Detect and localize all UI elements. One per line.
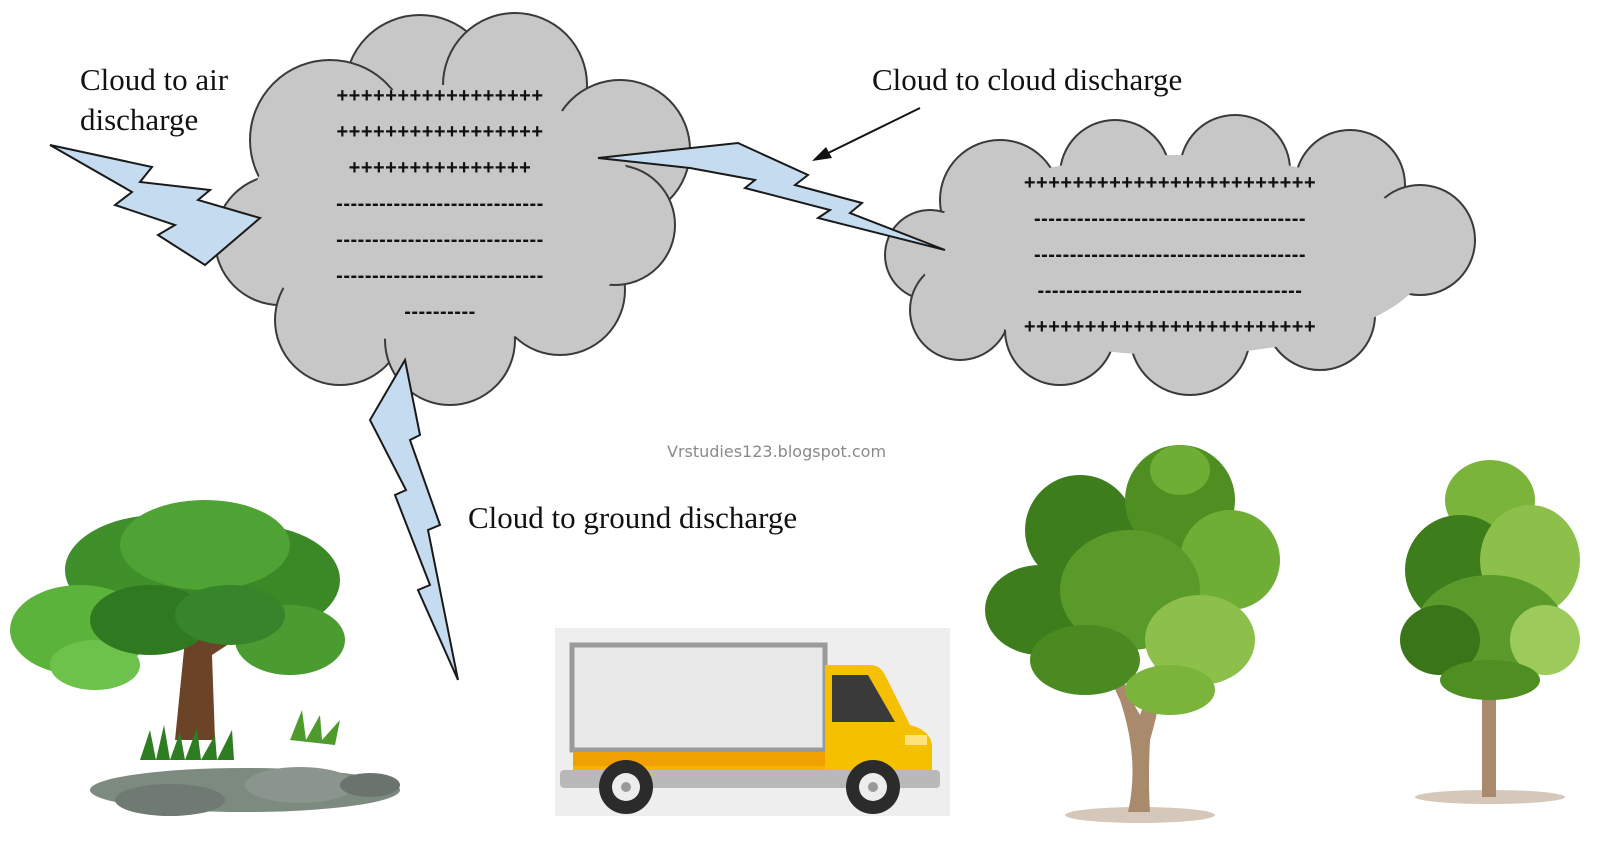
left-cloud-charge-row: +++++++++++++++++ [336,121,544,143]
left-cloud-charge-row: ----------------------------- [336,193,544,215]
left-cloud [214,12,691,406]
cloud-to-ground-label: Cloud to ground discharge [468,500,798,535]
left-cloud-charge-row: +++++++++++++++++ [336,85,544,107]
bushy-tree-icon [10,500,400,816]
watermark: Vrstudies123.blogspot.com [667,442,887,461]
slim-tree-icon [1400,460,1580,804]
leafy-tree-icon [985,445,1280,823]
right-cloud-charge-row: ++++++++++++++++++++++++ [1023,316,1317,338]
right-cloud-charge-row: -------------------------------------- [1033,208,1307,230]
cloud-to-cloud-lightning-bolt-icon [597,141,946,251]
cloud-to-cloud-label: Cloud to cloud discharge [872,62,1183,97]
cloud-to-air-label-line2: discharge [80,102,199,137]
right-cloud-charges: ++++++++++++++++++++++++ ---------------… [970,165,1370,345]
cloud-to-air-label-line1: Cloud to air [80,62,229,97]
cloud-to-air-label: Cloud to air discharge [80,60,228,140]
truck-icon [555,628,950,816]
left-cloud-charges: +++++++++++++++++ +++++++++++++++++ ++++… [280,78,600,330]
right-cloud [884,114,1476,396]
cloud-to-ground-lightning-bolt-icon [368,357,459,681]
left-cloud-charge-row: ----------------------------- [336,229,544,251]
left-cloud-charge-row: ----------------------------- [336,265,544,287]
right-cloud-charge-row: ++++++++++++++++++++++++ [1023,172,1317,194]
cloud-to-air-lightning-bolt-icon [49,144,263,267]
pointer-arrow-icon [812,107,921,161]
right-cloud-charge-row: -------------------------------------- [1033,244,1307,266]
left-cloud-charge-row: +++++++++++++++ [348,157,532,179]
right-cloud-charge-row: ------------------------------------- [1037,280,1303,302]
left-cloud-charge-row: ---------- [404,301,476,323]
